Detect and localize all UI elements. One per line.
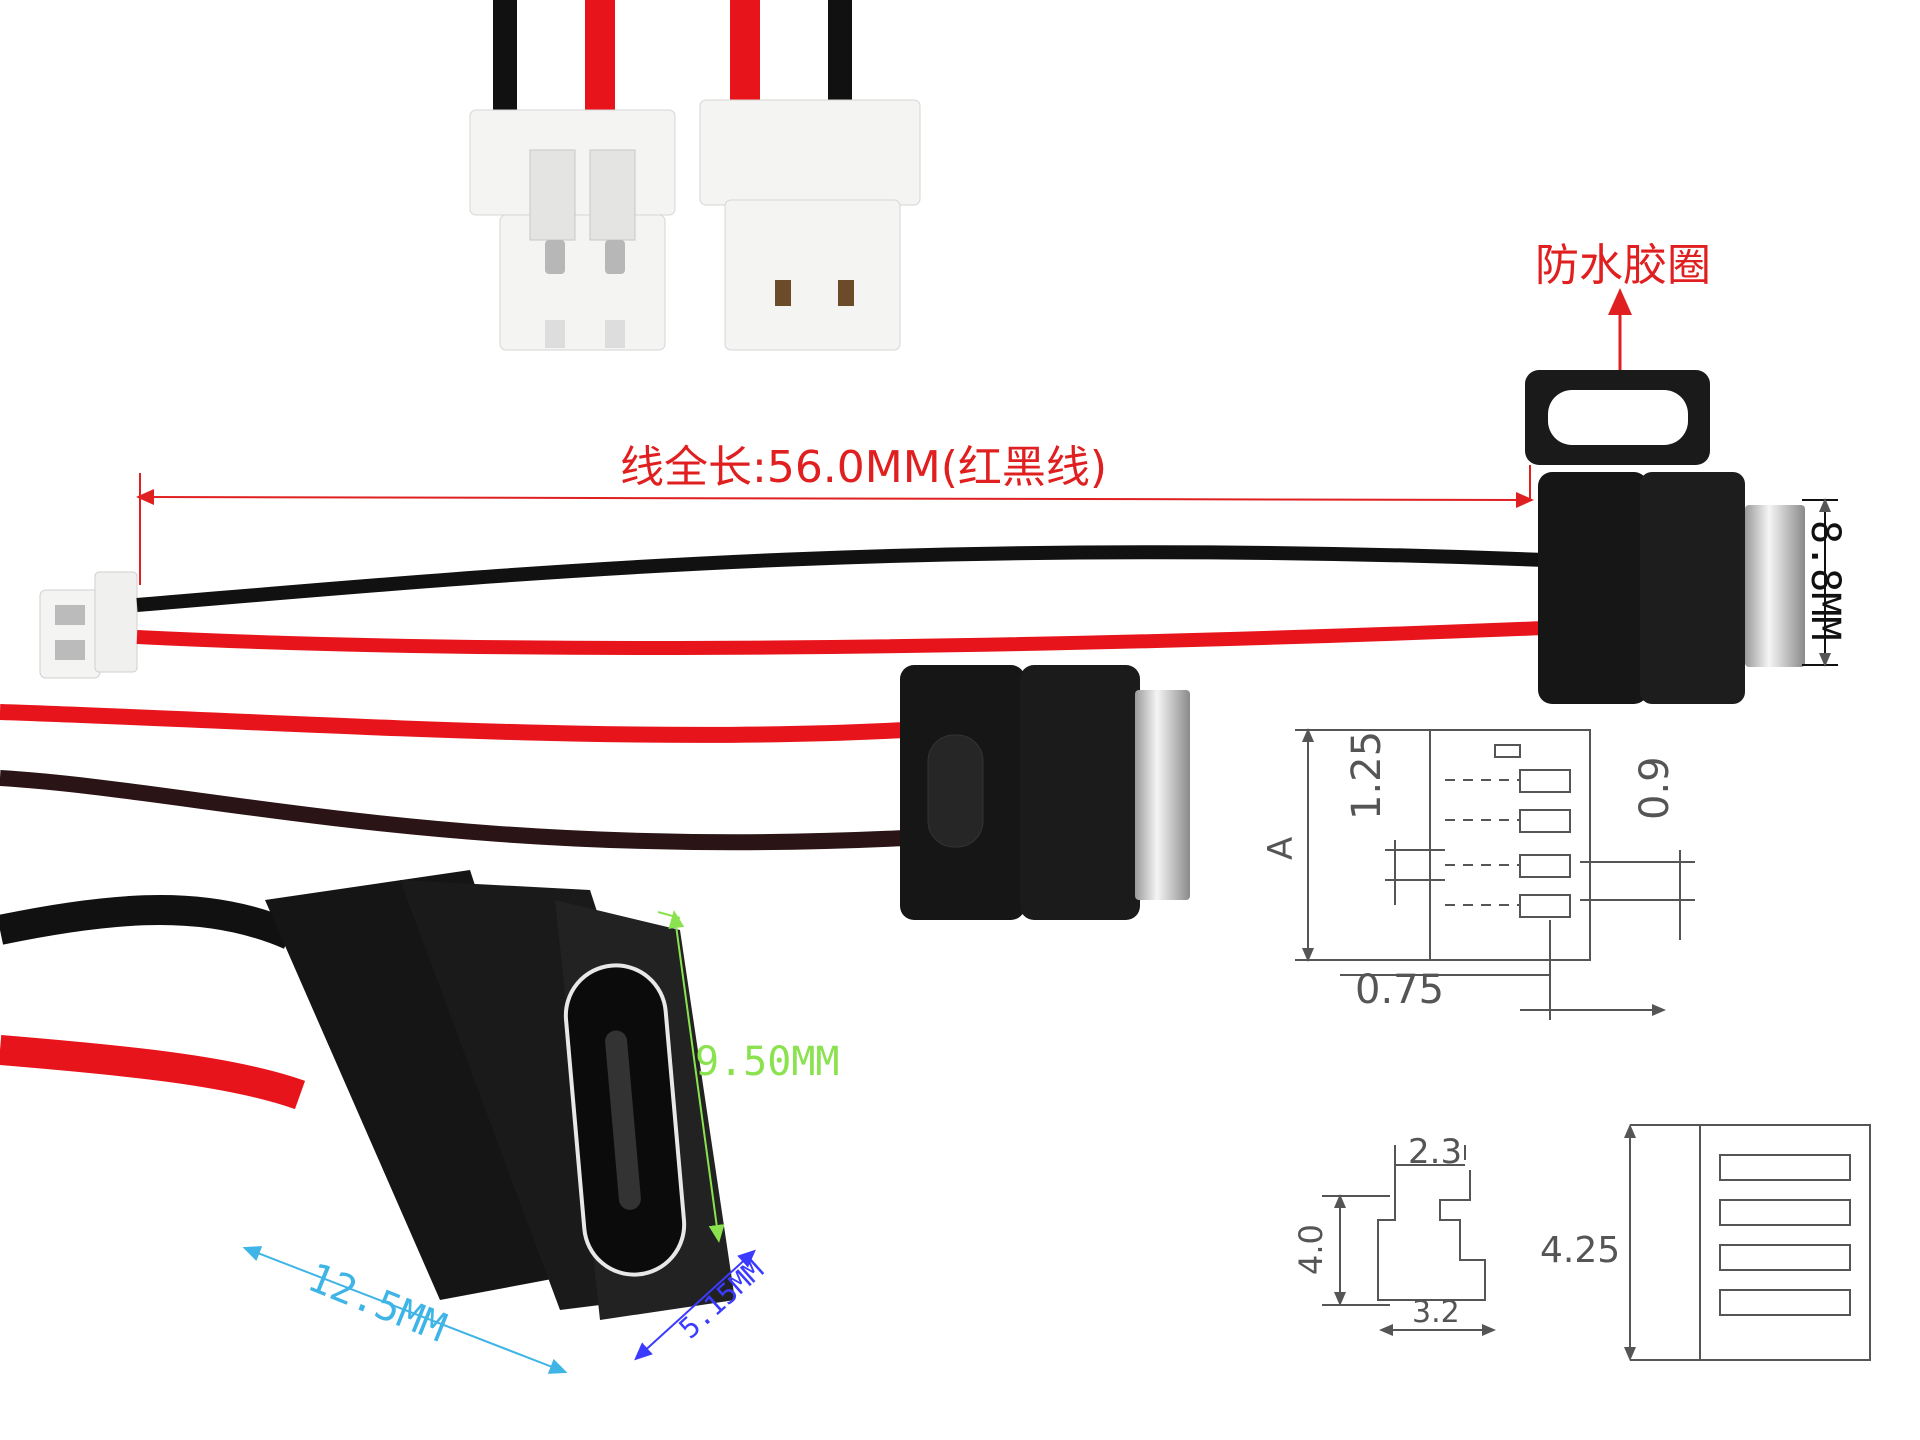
- drawing-gap-label: 0.75: [1355, 967, 1444, 1013]
- drawing-base-width-label: 3.2: [1412, 1295, 1460, 1330]
- drawing-overall-label: 4.25: [1540, 1230, 1620, 1271]
- gasket-ring: [1525, 370, 1710, 465]
- drawing-header-depth-label: 2.3: [1408, 1132, 1462, 1172]
- drawing-pitch-label: 1.25: [1344, 731, 1390, 820]
- height-front-label: 9.50MM: [695, 1039, 840, 1085]
- length-dimension: 线全长:56.0MM(红黑线): [136, 442, 1534, 585]
- height-dimension-right: 8.8MM: [1802, 498, 1848, 667]
- gasket-label: 防水胶圈: [1535, 240, 1711, 291]
- height-dimension-front: 9.50MM: [657, 910, 840, 1243]
- drawing-pin-width-label: 0.9: [1632, 756, 1678, 820]
- wire-length-label: 线全长:56.0MM(红黑线): [620, 442, 1107, 493]
- drawing-header-height-label: 4.0: [1292, 1224, 1330, 1275]
- drawing-a-label: A: [1261, 837, 1301, 860]
- jst-male-connector: [469, 109, 676, 351]
- usb-c-housing-right: [1538, 472, 1805, 704]
- gasket-group: 防水胶圈: [1525, 240, 1711, 465]
- top-connector-pair: [469, 0, 921, 351]
- tech-drawing-bottom: [1322, 1124, 1871, 1361]
- usb-c-front-view: 9.50MM 12.5MM 5.15MM: [0, 870, 840, 1374]
- small-jst-plug: [39, 571, 138, 679]
- cable-assembly: 8.8MM: [39, 472, 1848, 704]
- usb-c-side-view: [0, 665, 1190, 920]
- jst-female-connector: [699, 99, 921, 351]
- height-right-label: 8.8MM: [1802, 520, 1848, 640]
- tech-drawing-top: [1295, 728, 1695, 1020]
